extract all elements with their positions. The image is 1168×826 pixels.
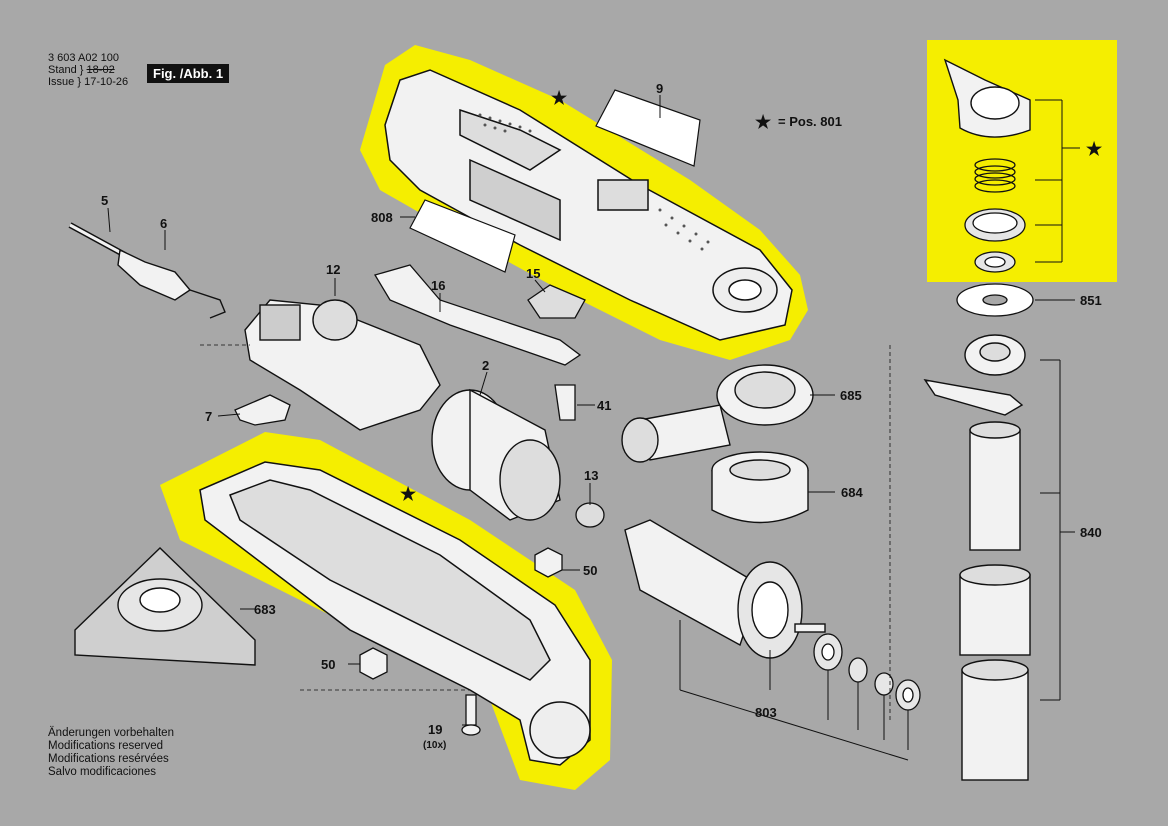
- star-lower-housing: ★: [400, 484, 417, 504]
- label-part-16: 16: [431, 278, 445, 293]
- issue-label: Issue: [48, 76, 75, 88]
- part-number: 3 603 A02 100: [48, 52, 119, 64]
- label-part-41: 41: [597, 398, 611, 413]
- dust-adapter-part: [621, 364, 814, 463]
- label-part-9: 9: [656, 81, 663, 96]
- sanding-pad-part: [74, 547, 256, 666]
- note-line-de: Änderungen vorbehalten: [48, 727, 174, 739]
- cover-pads: [409, 89, 701, 273]
- part-7-shape: [234, 394, 291, 426]
- star-upper-housing: ★: [551, 88, 568, 108]
- lever-cap-part: [943, 58, 1031, 138]
- label-part-7: 7: [205, 409, 212, 424]
- legend-star: ★: [755, 112, 772, 132]
- stand-value: 18-02: [86, 64, 115, 76]
- note-line-es: Salvo modificaciones: [48, 766, 157, 778]
- label-part-19-qty: (10x): [423, 740, 446, 751]
- label-part-50-lower: 50: [321, 657, 335, 672]
- part-13-shape: [575, 502, 605, 528]
- issue-value: 17-10-26: [84, 76, 129, 88]
- label-part-15: 15: [526, 266, 540, 281]
- label-part-13: 13: [584, 468, 598, 483]
- label-part-684: 684: [841, 485, 863, 500]
- legend-text: = Pos. 801: [778, 114, 842, 129]
- label-part-19: 19: [428, 722, 442, 737]
- part-684-shape: [711, 451, 809, 524]
- label-part-6: 6: [160, 216, 167, 231]
- dashed-assembly-lines: [200, 344, 891, 720]
- label-part-2: 2: [482, 358, 489, 373]
- switch-assembly: [244, 299, 441, 431]
- nut-50-lower: [359, 647, 388, 680]
- leader-lines: [107, 95, 1080, 761]
- note-line-fr: Modifications resérvées: [48, 753, 169, 765]
- upper-housing-part: [384, 69, 793, 341]
- label-part-683: 683: [254, 602, 276, 617]
- label-part-808: 808: [371, 210, 393, 225]
- label-part-5: 5: [101, 193, 108, 208]
- washer-851-shape: [956, 283, 1034, 317]
- label-part-50-upper: 50: [583, 563, 597, 578]
- part-16-shape: [374, 264, 582, 366]
- spindle-assembly-part: [923, 334, 1031, 781]
- bearings-803: [813, 633, 921, 711]
- part-41-shape: [554, 384, 576, 421]
- upper-housing-texture: [478, 113, 710, 251]
- armature-part: [624, 519, 826, 659]
- label-part-840: 840: [1080, 525, 1102, 540]
- spring-part: [974, 158, 1016, 193]
- screw-19-shape: [461, 694, 481, 736]
- ring-parts: [964, 208, 1026, 273]
- modifications-note: Änderungen vorbehalten Modifications res…: [48, 727, 174, 779]
- part-15-shape: [527, 284, 586, 319]
- nut-50-upper: [534, 547, 563, 578]
- stand-label: Stand: [48, 64, 77, 76]
- label-part-12: 12: [326, 262, 340, 277]
- label-part-851: 851: [1080, 293, 1102, 308]
- document-header: 3 603 A02 100 Stand } 18-02 Issue } 17-1…: [48, 52, 129, 88]
- label-part-803: 803: [755, 705, 777, 720]
- star-accessory: ★: [1086, 139, 1103, 159]
- note-line-en: Modifications reserved: [48, 740, 164, 752]
- figure-label: Fig. /Abb. 1: [147, 64, 230, 83]
- label-part-685: 685: [840, 388, 862, 403]
- cable-and-strain-relief: [68, 222, 226, 319]
- lower-housing-part: [199, 461, 591, 766]
- stator-part: [431, 388, 561, 521]
